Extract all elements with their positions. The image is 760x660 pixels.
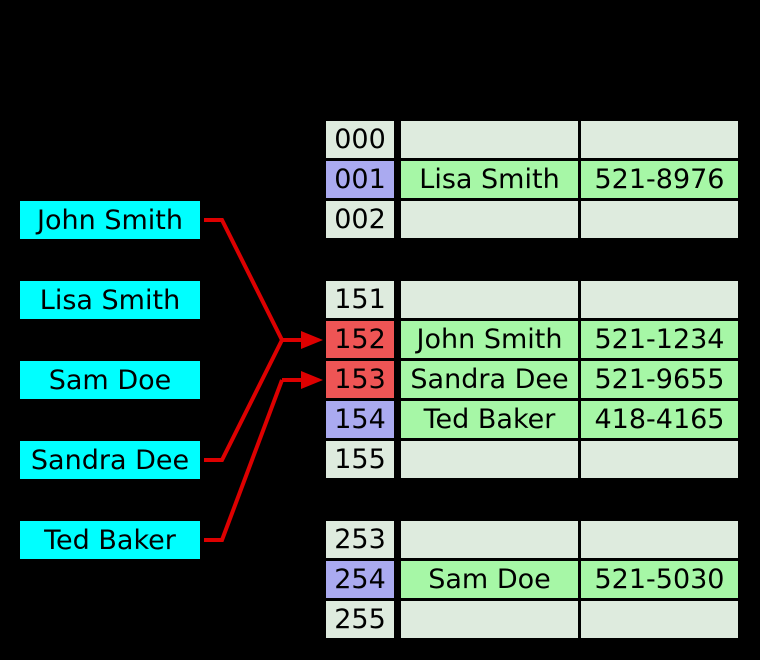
key-label: John Smith bbox=[37, 204, 183, 236]
index-cell: 155 bbox=[326, 441, 394, 478]
index-cell: 253 bbox=[326, 521, 394, 558]
phone-cell bbox=[581, 281, 738, 318]
key-label: Sam Doe bbox=[48, 364, 172, 396]
phone-cell: 418-4165 bbox=[581, 401, 738, 438]
key-box-john-smith: John Smith bbox=[20, 201, 200, 239]
bucket-row-153: 153 Sandra Dee 521-9655 bbox=[326, 361, 738, 398]
index-cell: 001 bbox=[326, 161, 394, 198]
index-cell-collision: 152 bbox=[326, 321, 394, 358]
index-cell: 254 bbox=[326, 561, 394, 598]
name-cell bbox=[401, 441, 578, 478]
arrow-ted-baker-to-153 bbox=[204, 379, 284, 542]
bucket-row-152: 152 John Smith 521-1234 bbox=[326, 321, 738, 358]
name-cell: Sandra Dee bbox=[401, 361, 578, 398]
index-cell: 255 bbox=[326, 601, 394, 638]
bucket-row-154: 154 Ted Baker 418-4165 bbox=[326, 401, 738, 438]
bucket-row-253: 253 bbox=[326, 521, 738, 558]
bucket-row-255: 255 bbox=[326, 601, 738, 638]
bucket-group-253: 253 254 Sam Doe 521-5030 255 bbox=[326, 521, 738, 638]
arrow-sandra-dee-to-152 bbox=[204, 339, 284, 462]
bucket-row-155: 155 bbox=[326, 441, 738, 478]
phone-cell: 521-9655 bbox=[581, 361, 738, 398]
phone-cell bbox=[581, 601, 738, 638]
name-cell bbox=[401, 601, 578, 638]
arrow-john-smith-to-152 bbox=[204, 218, 284, 341]
phone-cell: 521-1234 bbox=[581, 321, 738, 358]
name-cell: Lisa Smith bbox=[401, 161, 578, 198]
phone-cell bbox=[581, 201, 738, 238]
name-cell: Ted Baker bbox=[401, 401, 578, 438]
bucket-row-000: 000 bbox=[326, 121, 738, 158]
index-cell: 002 bbox=[326, 201, 394, 238]
key-label: Ted Baker bbox=[44, 524, 176, 556]
key-label: Lisa Smith bbox=[39, 284, 181, 316]
index-cell: 000 bbox=[326, 121, 394, 158]
bucket-row-151: 151 bbox=[326, 281, 738, 318]
bucket-row-254: 254 Sam Doe 521-5030 bbox=[326, 561, 738, 598]
arrowhead-153-icon bbox=[301, 371, 323, 389]
key-box-ted-baker: Ted Baker bbox=[20, 521, 200, 559]
bucket-group-151: 151 152 John Smith 521-1234 153 Sandra D… bbox=[326, 281, 738, 478]
index-cell: 151 bbox=[326, 281, 394, 318]
index-cell-collision: 153 bbox=[326, 361, 394, 398]
name-cell bbox=[401, 121, 578, 158]
index-cell: 154 bbox=[326, 401, 394, 438]
name-cell bbox=[401, 521, 578, 558]
key-label: Sandra Dee bbox=[30, 444, 190, 476]
phone-cell bbox=[581, 121, 738, 158]
name-cell bbox=[401, 201, 578, 238]
key-box-sam-doe: Sam Doe bbox=[20, 361, 200, 399]
name-cell bbox=[401, 281, 578, 318]
key-box-sandra-dee: Sandra Dee bbox=[20, 441, 200, 479]
name-cell: John Smith bbox=[401, 321, 578, 358]
key-box-lisa-smith: Lisa Smith bbox=[20, 281, 200, 319]
bucket-row-001: 001 Lisa Smith 521-8976 bbox=[326, 161, 738, 198]
phone-cell bbox=[581, 521, 738, 558]
bucket-group-000: 000 001 Lisa Smith 521-8976 002 bbox=[326, 121, 738, 238]
bucket-row-002: 002 bbox=[326, 201, 738, 238]
phone-cell: 521-5030 bbox=[581, 561, 738, 598]
phone-cell bbox=[581, 441, 738, 478]
phone-cell: 521-8976 bbox=[581, 161, 738, 198]
arrowhead-152-icon bbox=[301, 331, 323, 349]
name-cell: Sam Doe bbox=[401, 561, 578, 598]
